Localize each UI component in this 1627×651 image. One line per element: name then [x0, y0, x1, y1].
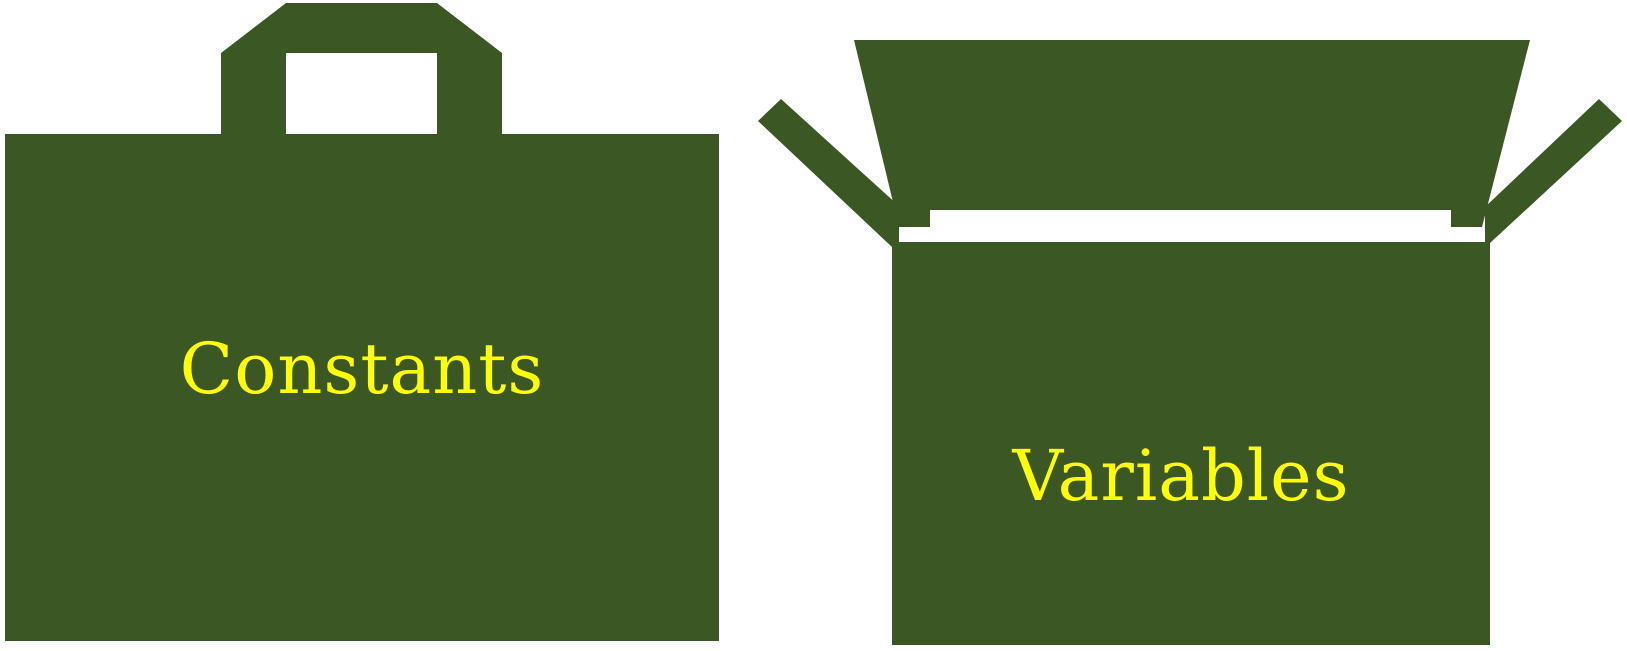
bag-handle [221, 3, 502, 135]
shopping-bag-icon: Constants [5, 3, 719, 641]
variables-label: Variables [1012, 435, 1350, 517]
box-back-flap [854, 40, 1530, 227]
box-left-flap [758, 99, 899, 247]
open-box-icon: Variables [758, 40, 1622, 645]
constants-label: Constants [180, 328, 545, 410]
box-opening [930, 210, 1451, 242]
box-right-flap [1485, 99, 1622, 243]
bag-body [5, 134, 719, 641]
box-body [892, 242, 1490, 645]
